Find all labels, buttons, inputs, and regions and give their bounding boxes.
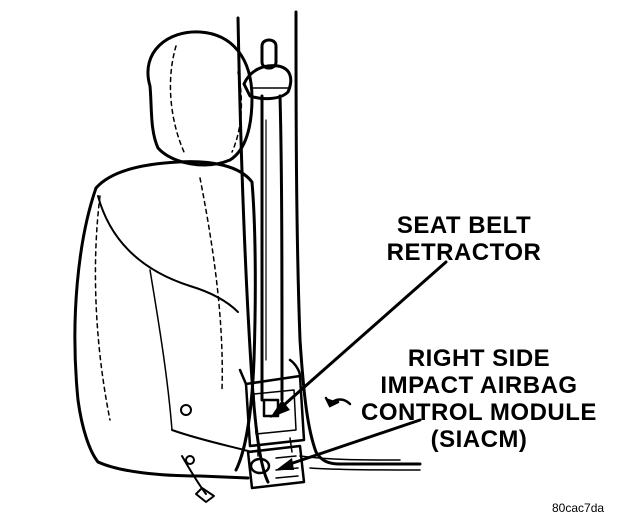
retractor-callout-line2: RETRACTOR	[386, 239, 542, 266]
siacm-callout-line4: (SIACM)	[430, 426, 528, 453]
retractor-callout-line1: SEAT BELT	[396, 212, 532, 239]
d-ring-anchor	[242, 38, 293, 101]
siacm-callout-line1: RIGHT SIDE	[407, 345, 551, 372]
siacm-module	[246, 444, 306, 490]
siacm-leader-line	[282, 418, 422, 468]
seat-belt-webbing	[260, 94, 284, 402]
seat-back	[73, 160, 257, 472]
siacm-leader-arrow	[276, 458, 294, 470]
retractor-leader-line	[274, 260, 448, 414]
curved-arrow-icon	[324, 396, 352, 408]
retractor-leader-arrow	[270, 400, 290, 418]
figure-code: 80cac7da	[552, 501, 605, 515]
b-pillar	[96, 10, 422, 484]
leader-lines	[274, 260, 448, 468]
siacm-callout: RIGHT SIDE IMPACT AIRBAG CONTROL MODULE …	[354, 345, 604, 453]
siacm-callout-line3: CONTROL MODULE	[361, 399, 597, 426]
seat-base	[171, 404, 253, 503]
retractor-callout: SEAT BELT RETRACTOR	[384, 212, 544, 266]
siacm-callout-line2: IMPACT AIRBAG	[380, 372, 578, 399]
headrest	[146, 30, 254, 167]
